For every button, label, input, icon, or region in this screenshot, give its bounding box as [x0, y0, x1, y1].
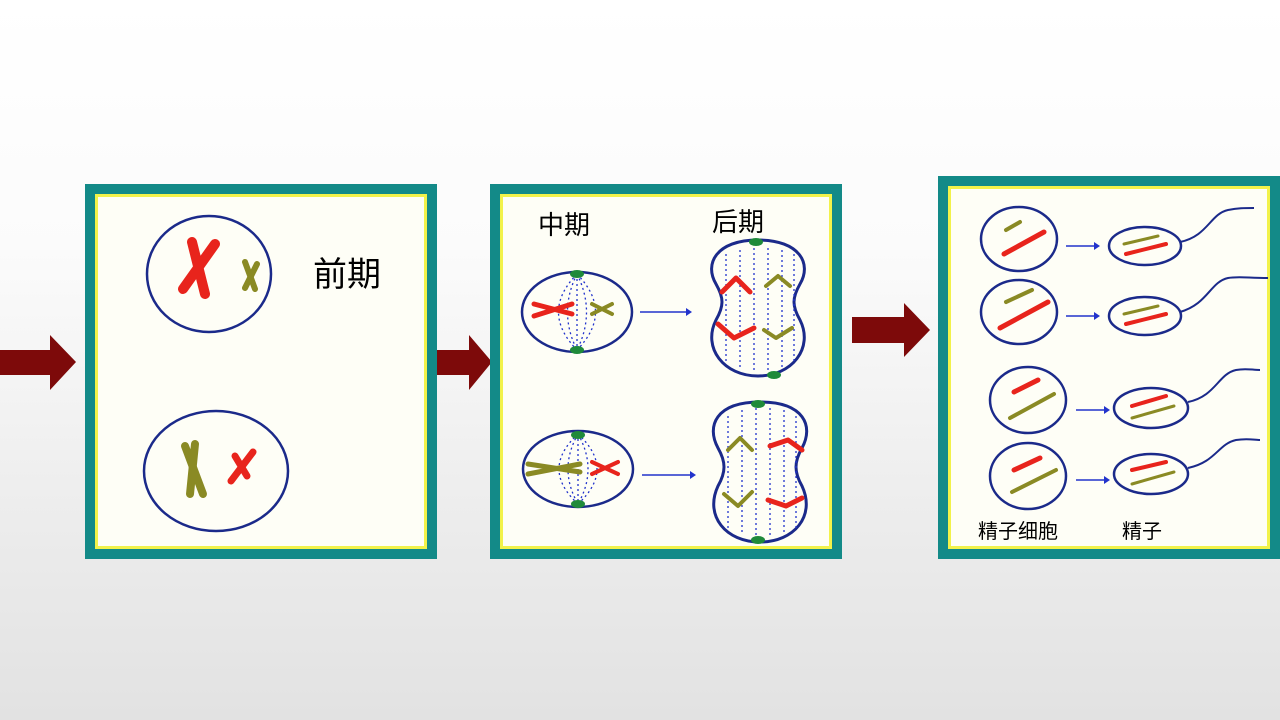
cell-anaphase-bottom — [711, 400, 809, 544]
panel-metaphase-anaphase: 中期 后期 — [490, 184, 842, 559]
panel-prophase: 前期 — [85, 184, 437, 559]
cell-prophase-top — [145, 214, 273, 334]
panel-spermatids-sperm: 精子细胞 精子 — [938, 176, 1280, 559]
chromosome-olive-x — [242, 259, 260, 292]
spermatid-row-4 — [988, 438, 1261, 511]
arrow-panel1-to-panel2 — [437, 335, 492, 390]
label-prophase: 前期 — [313, 255, 381, 295]
spermatid-row-2 — [979, 276, 1269, 346]
label-metaphase: 中期 — [538, 211, 590, 241]
spermatid-row-3 — [988, 365, 1261, 435]
arrow-panel2-to-panel3 — [852, 303, 930, 357]
arrow-left-edge — [0, 335, 76, 390]
label-anaphase: 后期 — [712, 208, 764, 238]
chromosome-olive-x-large — [181, 440, 207, 498]
label-spermatid: 精子细胞 — [978, 519, 1058, 543]
cell-metaphase-top — [520, 270, 634, 354]
chromosome-red-x-small — [227, 448, 257, 485]
cell-prophase-bottom — [142, 409, 290, 533]
spermatid-row-1 — [979, 205, 1255, 273]
chromosome-red-x — [178, 237, 220, 299]
cell-anaphase-top — [710, 238, 806, 379]
cell-metaphase-bottom — [521, 429, 635, 509]
label-sperm: 精子 — [1122, 519, 1162, 543]
